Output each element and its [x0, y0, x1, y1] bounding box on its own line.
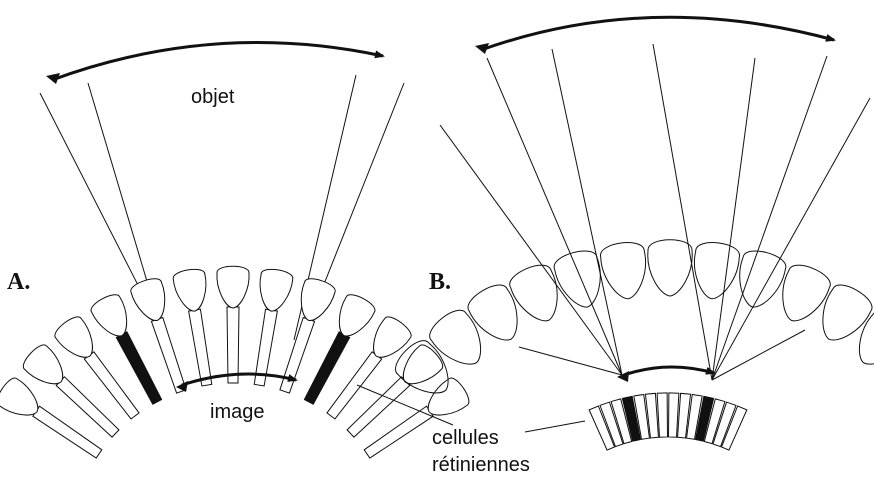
panel-b-rays	[440, 44, 870, 380]
panel-a-ommatidia	[0, 266, 473, 467]
ommatidium	[217, 266, 249, 383]
panel-b-object-tail	[475, 43, 489, 54]
lens	[172, 267, 210, 313]
retina-cell	[668, 393, 679, 437]
lens	[690, 240, 741, 302]
lens	[463, 279, 530, 350]
panel-a-object-arrow	[52, 43, 383, 81]
lens	[648, 240, 692, 296]
lens	[599, 240, 650, 302]
panel-b-lens-array	[390, 240, 874, 406]
rhabdom	[189, 309, 213, 386]
panel-a-image-label: image	[210, 401, 264, 423]
retina-cell	[657, 393, 668, 437]
panel-b-image-tail	[617, 371, 629, 382]
ommatidium	[0, 375, 108, 467]
lens	[846, 305, 874, 377]
panel-a-image-arrow	[182, 374, 296, 385]
lens	[293, 276, 337, 326]
lens	[217, 266, 249, 308]
lens	[810, 279, 874, 350]
panel-b-label: B.	[429, 269, 451, 295]
panel-b-image-arrow	[624, 367, 714, 375]
panel-a-object-label: objet	[191, 86, 235, 108]
retina-leader-b	[525, 421, 585, 432]
panel-b-object-arrow	[481, 17, 834, 50]
panel-b: B.	[390, 17, 874, 450]
panel-a-object-tail	[46, 73, 60, 84]
panel-b-retina-cells	[589, 393, 747, 451]
retina-label-line2: rétiniennes	[432, 454, 530, 476]
panel-a-label: A.	[7, 269, 30, 295]
lens	[255, 267, 293, 313]
retina-label-line1: cellules	[432, 427, 499, 449]
rhabdom	[227, 307, 239, 383]
rhabdom	[151, 318, 187, 394]
lens	[129, 276, 173, 326]
lens	[506, 260, 569, 329]
lens	[771, 260, 834, 329]
